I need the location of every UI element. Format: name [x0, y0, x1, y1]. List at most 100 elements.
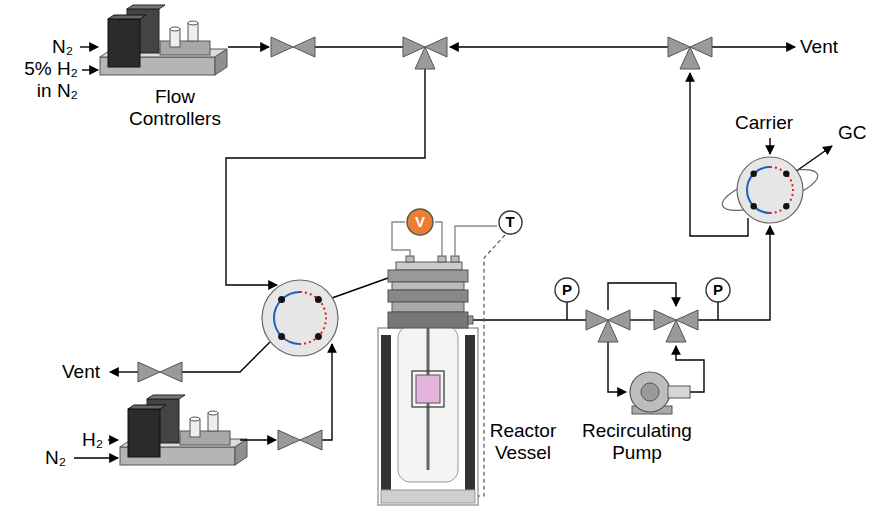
controller-cylinder-top: [188, 21, 198, 25]
circle-shape: [706, 278, 730, 302]
symbol-letter: V: [415, 214, 425, 231]
label-text: N₂: [52, 36, 73, 57]
valve-port: [783, 203, 789, 209]
controller-cylinder-top: [170, 27, 180, 31]
controller-block-top: [128, 405, 166, 409]
label-text: GC: [838, 122, 867, 143]
gas-label: 5% H₂ in N₂: [6, 58, 78, 102]
gc-line: [795, 146, 832, 172]
reactor-vessel: [378, 256, 478, 505]
gas-line: [473, 319, 586, 320]
valve-port: [751, 171, 757, 177]
label-text: Vent: [800, 36, 838, 57]
gas-line: [226, 69, 425, 285]
controller-block-top: [127, 5, 165, 9]
circle-shape: [499, 211, 522, 234]
three-way-valve: [403, 37, 447, 69]
gas-line: [698, 226, 770, 320]
pressure-gauge: P: [705, 277, 731, 303]
valve-half: [278, 430, 300, 450]
part-label: Flow Controllers: [110, 86, 240, 130]
vent-line: [712, 46, 795, 47]
heater-wall: [465, 335, 475, 493]
valve-half: [300, 430, 322, 450]
outlet-port: [468, 316, 473, 324]
valve-port: [751, 203, 757, 209]
lid-flange: [388, 290, 468, 302]
gas-label: H₂: [82, 429, 103, 451]
gas-line: [74, 457, 118, 458]
circle-shape: [555, 278, 579, 302]
pump-outlet: [668, 386, 690, 398]
thermocouple-symbol: T: [498, 210, 523, 235]
pressure-gauge: P: [554, 277, 580, 303]
controller-block: [108, 19, 140, 67]
valve-half: [293, 37, 315, 57]
gas-label: N₂: [52, 36, 73, 58]
label-text: Reactor Vessel: [490, 420, 557, 463]
gas-line: [676, 346, 704, 392]
gas-line: [630, 319, 654, 320]
controller-manifold: [180, 431, 230, 445]
pump-body: [630, 372, 670, 412]
sample: [416, 375, 440, 403]
gas-line: [240, 439, 276, 440]
gas-line: [108, 439, 118, 440]
gas-line: [82, 69, 98, 70]
valve-port: [315, 296, 322, 303]
vent-label: Vent: [62, 361, 100, 383]
valve-body: [262, 280, 338, 356]
valve-port: [278, 296, 285, 303]
lid-flange: [388, 270, 468, 282]
valve-path: [747, 167, 770, 213]
valve-half: [160, 362, 182, 382]
label-text: Vent: [62, 361, 100, 382]
gas-label: Carrier: [735, 112, 793, 134]
part-label: Reactor Vessel: [486, 420, 560, 464]
label-text: 5% H₂ in N₂: [24, 58, 78, 101]
six-port-valve: [262, 280, 338, 356]
insulation: [381, 490, 475, 503]
controller-base-side: [235, 439, 247, 465]
controller-cylinder-top: [208, 411, 218, 415]
controller-block-top: [147, 395, 185, 399]
valve-half: [415, 47, 435, 69]
lid-flange: [392, 282, 464, 290]
valve-half: [666, 320, 686, 342]
label-text: N₂: [45, 447, 66, 468]
lid-flange: [388, 312, 468, 328]
lid-flange: [392, 302, 464, 312]
valve-body: [737, 157, 803, 223]
gas-line: [332, 278, 388, 298]
symbol-letter: P: [713, 282, 723, 299]
gas-line: [80, 46, 98, 47]
lid-cap: [396, 262, 462, 270]
glass-vessel: [398, 326, 458, 482]
gas-line: [182, 342, 270, 372]
valve: [271, 37, 315, 57]
three-way-valve: [654, 310, 698, 342]
flow-controller: [100, 5, 227, 75]
valve-half: [680, 47, 700, 69]
circle-shape: [407, 209, 433, 235]
controller-cylinder: [190, 419, 200, 437]
gas-line: [322, 344, 332, 440]
valve: [138, 362, 182, 382]
carrier-line: [769, 138, 770, 154]
sample-holder: [412, 371, 444, 407]
lid-port: [438, 256, 446, 262]
controller-base-side: [215, 49, 227, 75]
controller-cylinder: [208, 413, 218, 431]
controller-cylinder: [170, 29, 180, 47]
gauge-stem: [566, 302, 567, 320]
valve-half: [598, 320, 618, 342]
controller-cylinder-top: [190, 417, 200, 421]
voltmeter-symbol: V: [406, 208, 434, 236]
gas-label: N₂: [45, 447, 66, 469]
three-way-valve: [668, 37, 712, 69]
valve-path: [274, 292, 300, 344]
gas-line: [690, 73, 748, 236]
electrode-wire: [435, 222, 442, 256]
